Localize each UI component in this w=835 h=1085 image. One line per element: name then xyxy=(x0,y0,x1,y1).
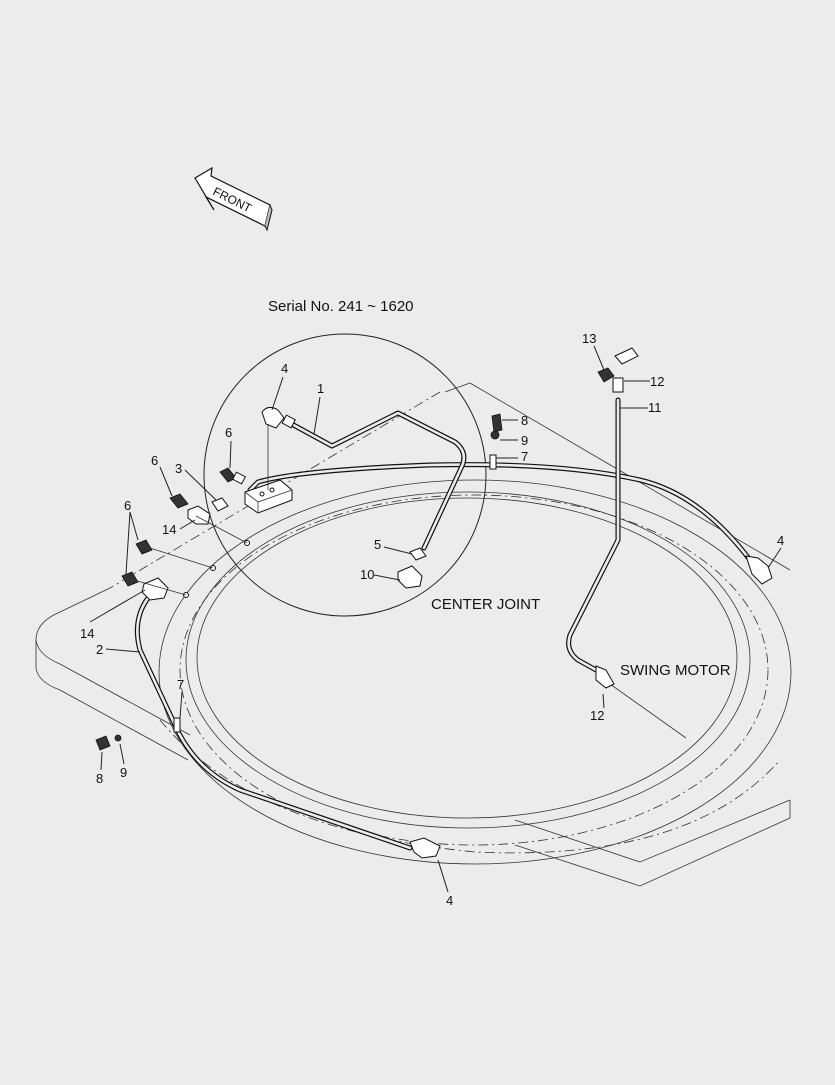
callout-1: 1 xyxy=(317,381,324,396)
callout-9b: 9 xyxy=(120,765,127,780)
callout-12a: 12 xyxy=(650,374,664,389)
center-joint-block xyxy=(244,479,293,514)
callout-6c: 6 xyxy=(124,498,131,513)
center-joint-caption: CENTER JOINT xyxy=(431,596,540,613)
frame-rings xyxy=(158,479,792,865)
pipe-upper-right xyxy=(247,462,753,563)
callout-14b: 14 xyxy=(80,626,94,641)
pipe-11 xyxy=(566,397,621,673)
callout-11: 11 xyxy=(648,400,662,415)
callout-7b: 7 xyxy=(177,677,184,692)
callout-13: 13 xyxy=(582,331,596,346)
callout-9a: 9 xyxy=(521,433,528,448)
callout-6a: 6 xyxy=(225,425,232,440)
swing-motor-caption: SWING MOTOR xyxy=(620,662,731,679)
callout-10: 10 xyxy=(360,567,374,582)
callout-2: 2 xyxy=(96,642,103,657)
callout-8a: 8 xyxy=(521,413,528,428)
callout-14a: 14 xyxy=(162,522,176,537)
callout-4b: 4 xyxy=(777,533,784,548)
callout-3: 3 xyxy=(175,461,182,476)
callout-4a: 4 xyxy=(281,361,288,376)
callout-7a: 7 xyxy=(521,449,528,464)
leader-lines xyxy=(89,345,782,893)
callout-6b: 6 xyxy=(151,453,158,468)
detail-circle xyxy=(203,333,487,617)
callout-8b: 8 xyxy=(96,771,103,786)
front-arrow: FRONT xyxy=(194,166,273,232)
callout-12b: 12 xyxy=(590,708,604,723)
callout-5: 5 xyxy=(374,537,381,552)
serial-caption: Serial No. 241 ~ 1620 xyxy=(268,298,414,315)
pipe-1 xyxy=(285,410,467,551)
fittings-right xyxy=(95,347,773,859)
fittings-detail xyxy=(211,406,427,589)
callout-4c: 4 xyxy=(446,893,453,908)
swing-motor-axis xyxy=(609,683,687,739)
fittings-left xyxy=(121,493,250,601)
upper-frame-outline xyxy=(35,382,791,887)
